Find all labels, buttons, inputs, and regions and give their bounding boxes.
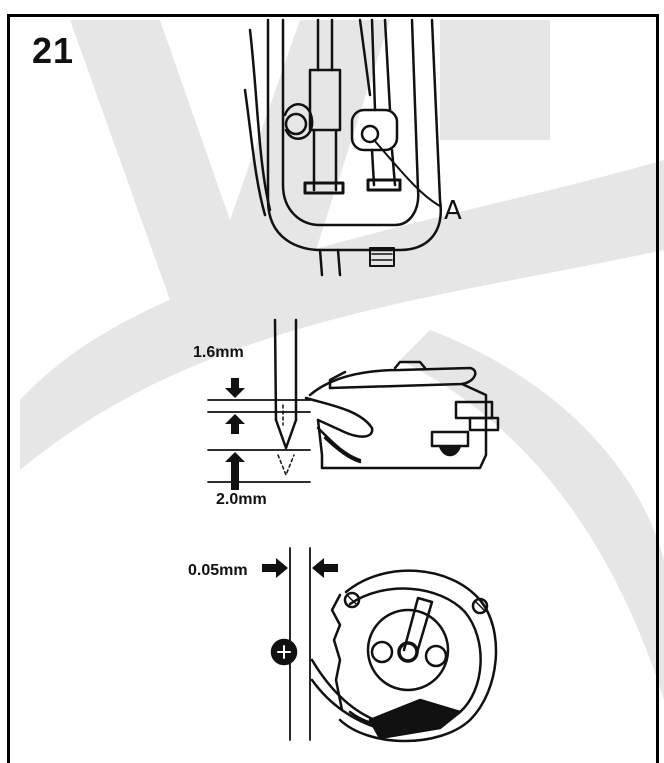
leader-line-a	[374, 140, 440, 206]
side-cap	[285, 104, 312, 138]
needle-bar-housing	[245, 20, 441, 250]
part-a-label: A	[444, 196, 462, 226]
rotary-hook-side	[306, 362, 498, 468]
figure-number: 21	[32, 30, 75, 71]
rotary-hook-top	[312, 571, 496, 741]
needle	[275, 320, 296, 475]
clearance-arrows	[262, 558, 338, 578]
lower-rods	[320, 248, 394, 275]
clamp-screw-a	[352, 20, 400, 190]
needle-height-top-label: 1.6mm	[193, 344, 244, 361]
figure-frame	[7, 14, 659, 763]
needle-bar-left	[305, 20, 343, 193]
height-reference-lines	[208, 400, 310, 482]
needle-height-bottom-label: 2.0mm	[216, 491, 267, 508]
needle-cross-section	[272, 640, 296, 664]
dimension-arrows	[225, 378, 245, 490]
hook-clearance-label: 0.05mm	[188, 562, 248, 579]
